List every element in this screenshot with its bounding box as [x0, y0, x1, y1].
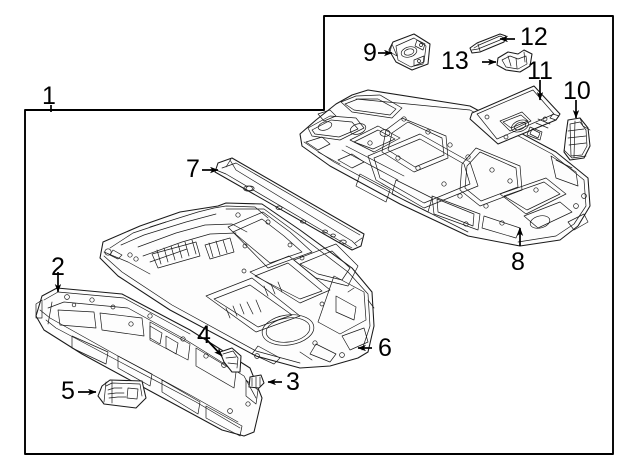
assembly-frame-outline — [24, 15, 614, 455]
callout-label-3: 3 — [286, 368, 300, 396]
part-4-reinforcement-gusset — [219, 347, 242, 373]
callout-label-6: 6 — [378, 334, 392, 362]
callout-label-11: 11 — [527, 57, 553, 85]
part-9-triangular-mount-plate — [388, 33, 431, 71]
part-6-front-floor-pan — [99, 202, 375, 369]
callout-label-8: 8 — [511, 248, 525, 276]
callout-label-9: 9 — [363, 39, 377, 67]
part-11-rear-access-cover-panel — [469, 85, 561, 145]
callout-label-12: 12 — [520, 23, 548, 51]
callout-label-7: 7 — [186, 155, 200, 183]
callout-label-10: 10 — [563, 77, 591, 105]
callout-label-13: 13 — [441, 47, 469, 75]
callout-label-1: 1 — [42, 82, 56, 110]
part-5-jack-support-bracket — [97, 379, 147, 409]
callout-label-5: 5 — [61, 377, 75, 405]
part-3-small-bracket-clip — [248, 374, 265, 389]
part-10-rear-corner-bracket — [563, 117, 591, 161]
part-8-rear-floor-pan — [299, 89, 591, 247]
part-13-small-formed-bracket — [496, 49, 533, 73]
callout-leader-lines — [50, 35, 580, 396]
part-7-floor-cross-member — [214, 157, 365, 251]
callout-label-2: 2 — [51, 253, 65, 281]
callout-label-4: 4 — [197, 321, 211, 349]
part-12-small-strip-bracket — [469, 33, 507, 54]
part-2-left-side-member-rail — [35, 287, 263, 437]
